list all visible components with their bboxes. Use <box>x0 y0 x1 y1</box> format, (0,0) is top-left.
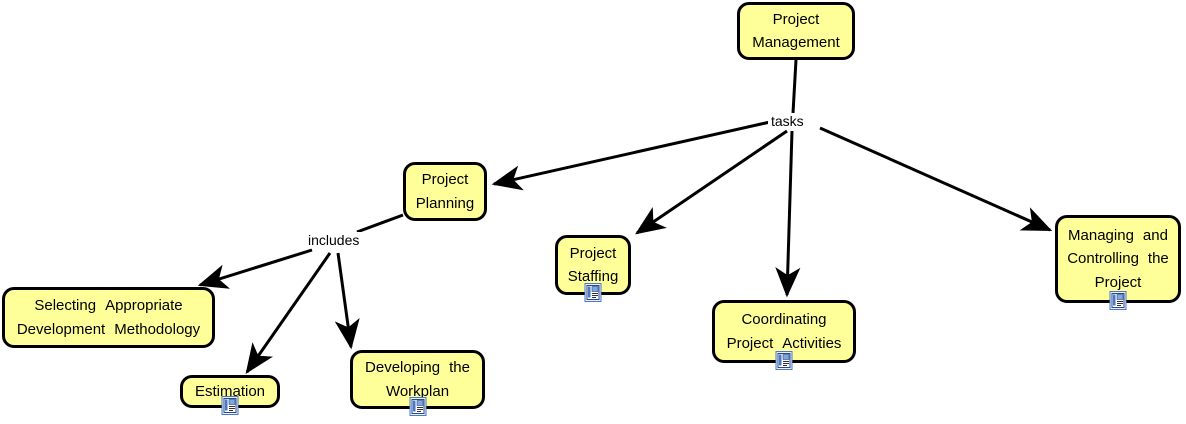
node-project-planning[interactable]: Project Planning <box>403 162 487 221</box>
node-label-line: Management <box>752 34 840 51</box>
node-label-line: Planning <box>415 194 475 212</box>
node-label-line: Project <box>772 10 820 28</box>
document-resource-icon[interactable] <box>775 351 793 370</box>
link-planning-to-includes <box>356 213 404 234</box>
node-label-line: Coordinating <box>741 311 827 329</box>
document-resource-icon[interactable] <box>584 283 602 302</box>
link-label-tasks[interactable]: tasks <box>768 113 807 129</box>
link-includes-to-developing-workplan <box>334 252 360 350</box>
node-label-line: Staffing <box>567 268 619 285</box>
link-tasks-to-coordinating-activities <box>775 130 801 298</box>
link-includes-to-estimation <box>245 252 332 374</box>
link-label-includes[interactable]: includes <box>305 232 363 248</box>
node-label-line: Project <box>421 171 469 189</box>
link-tasks-to-project-staffing <box>635 129 788 235</box>
node-label-line: Project <box>1094 273 1142 291</box>
link-tasks-to-project-planning <box>491 120 771 191</box>
node-label-line: Workplan <box>385 382 450 400</box>
node-label-line: Estimation <box>194 382 266 400</box>
node-estimation[interactable]: Estimation <box>180 375 280 415</box>
document-resource-icon[interactable] <box>1109 291 1127 310</box>
node-project-staffing[interactable]: Project Staffing <box>555 235 631 302</box>
link-tasks-to-managing-controlling <box>819 126 1053 232</box>
node-label-line: Project <box>569 244 617 262</box>
document-resource-icon[interactable] <box>221 396 239 415</box>
node-project-management[interactable]: Project Management <box>737 2 855 60</box>
link-management-to-tasks <box>791 59 798 114</box>
link-includes-to-selecting-methodology <box>197 248 313 289</box>
document-resource-icon[interactable] <box>409 397 426 416</box>
